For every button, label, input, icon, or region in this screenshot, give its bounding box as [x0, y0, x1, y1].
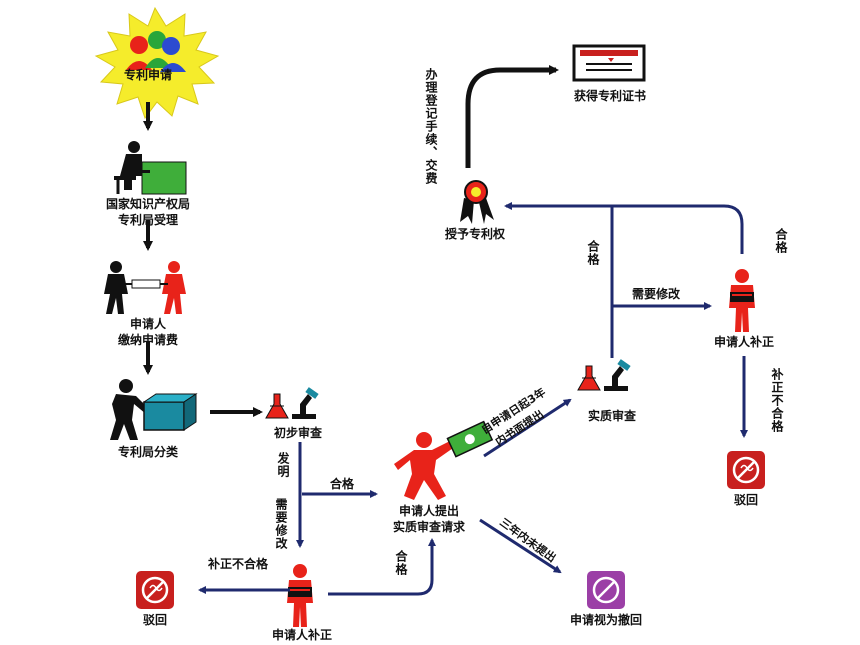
amend-left-label: 申请人补正: [271, 628, 332, 642]
certificate-icon: [572, 44, 646, 82]
main-column-arrows: [143, 102, 263, 417]
amend-person-left-icon: [287, 564, 313, 627]
patent-office-icon: [114, 141, 187, 195]
grant-medal-icon: [460, 180, 494, 224]
amend-fail-right-edge-label: 补正不合格: [770, 368, 784, 433]
amend-right-label: 申请人补正: [713, 335, 774, 349]
pass-sub-edge-label: 合格: [586, 240, 600, 266]
withdrawn-icon: [587, 571, 625, 609]
pass-left-edge-label: 合格: [330, 477, 355, 491]
flow-lines: [198, 202, 748, 596]
classify-icon: [110, 379, 198, 440]
apply-label: 专利申请: [123, 68, 172, 82]
classify-label: 专利局分类: [117, 445, 178, 459]
pay-label-2: 缴纳申请费: [117, 333, 178, 347]
amend-person-right-icon: [729, 269, 755, 332]
request-label-1: 申请人提出: [398, 504, 459, 518]
pass-right-edge-label: 合格: [774, 228, 788, 254]
preliminary-exam-lab-icon: [265, 386, 320, 420]
request-label-2: 实质审查请求: [392, 520, 465, 534]
reject-left-label: 驳回: [142, 613, 167, 627]
invention-edge-label: 发明: [276, 452, 290, 478]
pay-label-1: 申请人: [129, 317, 166, 331]
grant-label: 授予专利权: [444, 227, 505, 241]
patent-application-icon: [94, 6, 220, 120]
register-edge-label: 办理登记手续、交费: [424, 68, 438, 185]
withdrawn-label: 申请视为撤回: [569, 613, 642, 627]
reject-right-label: 驳回: [733, 493, 758, 507]
substantive-label: 实质审查: [587, 409, 636, 423]
register-arrow: [465, 65, 559, 168]
accept-label-1: 国家知识产权局: [105, 197, 190, 211]
substantive-exam-lab-icon: [577, 358, 632, 392]
request-person-icon: [394, 420, 494, 500]
need-modify-right-edge-label: 需要修改: [632, 287, 681, 301]
need-modify-left-edge-label: 需要修改: [274, 498, 288, 550]
certificate-label: 获得专利证书: [573, 89, 646, 103]
pass-amend-edge-label: 合格: [394, 550, 408, 576]
accept-label-2: 专利局受理: [117, 213, 178, 227]
prelim-label: 初步审查: [273, 426, 322, 440]
amend-fail-left-edge-label: 补正不合格: [208, 557, 269, 571]
reject-left-icon: [134, 569, 176, 611]
pay-fee-icon: [104, 261, 186, 314]
reject-right-icon: [725, 449, 767, 491]
